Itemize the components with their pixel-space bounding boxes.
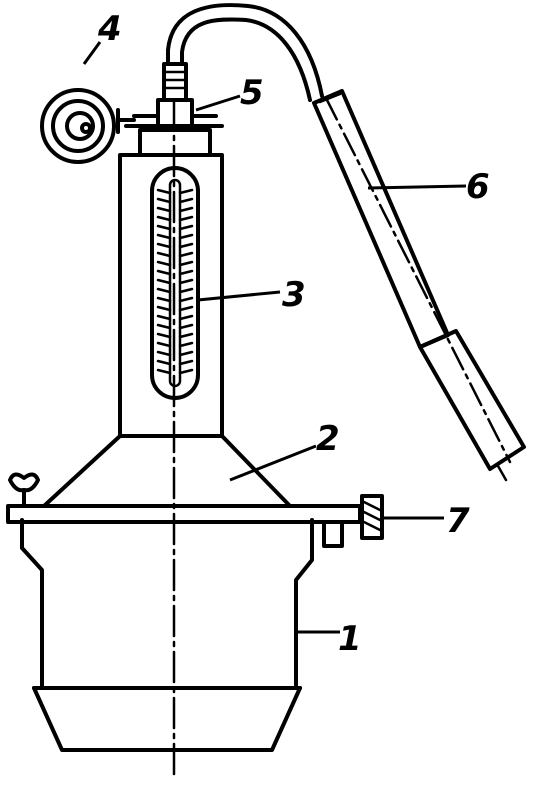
coil-winding-left [156,350,172,357]
coil-winding-left [156,287,172,294]
coil-winding-right [178,260,194,267]
coil-winding-left [156,188,172,195]
coil-winding-right [178,368,194,375]
label-4: 4 [97,9,122,49]
clamp-bar [6,494,384,548]
coil-winding-right [178,287,194,294]
coil-winding-right [178,296,194,303]
coil-winding-right [178,197,194,204]
coil-winding-left [156,206,172,213]
leader-lines [82,41,467,634]
coil-winding-left [156,359,172,366]
pressure-gauge [40,88,136,164]
coil-winding-left [156,305,172,312]
wing-nut [8,472,40,508]
coil-winding-right [178,215,194,222]
coil-winding-right [178,359,194,366]
probe-handle [312,89,526,482]
label-2: 2 [316,419,340,459]
coil-winding-right [178,206,194,213]
coil-windings [156,178,194,388]
coil-winding-right [178,341,194,348]
coil-winding-right [178,233,194,240]
coil-winding-left [156,269,172,276]
coil-winding-left [156,323,172,330]
coil-winding-right [178,278,194,285]
label-3: 3 [282,275,306,315]
coil-winding-left [156,242,172,249]
probe-axis [324,96,512,464]
coil-winding-left [156,233,172,240]
coil-winding-right [178,224,194,231]
coil-winding-left [156,215,172,222]
coil-winding-right [178,269,194,276]
coil-winding-right [178,332,194,339]
coil-winding-right [178,350,194,357]
label-6: 6 [466,167,490,207]
coil-winding-right [178,251,194,258]
lower-vessel [20,518,314,752]
label-1: 1 [338,619,362,659]
label-5: 5 [240,73,264,113]
coil-winding-left [156,197,172,204]
coil-winding-right [178,305,194,312]
coil-winding-left [156,278,172,285]
coil-winding-left [156,314,172,321]
coil-winding-left [156,224,172,231]
coil-winding-left [156,260,172,267]
label-7: 7 [446,501,470,541]
coil-winding-left [156,296,172,303]
coil-winding-right [178,323,194,330]
coil-winding-left [156,251,172,258]
hose [166,3,324,102]
coil-winding-left [156,341,172,348]
coil-winding-left [156,332,172,339]
coil-winding-right [178,242,194,249]
coil-winding-right [178,314,194,321]
coil-winding-left [156,368,172,375]
coil-winding-right [178,188,194,195]
